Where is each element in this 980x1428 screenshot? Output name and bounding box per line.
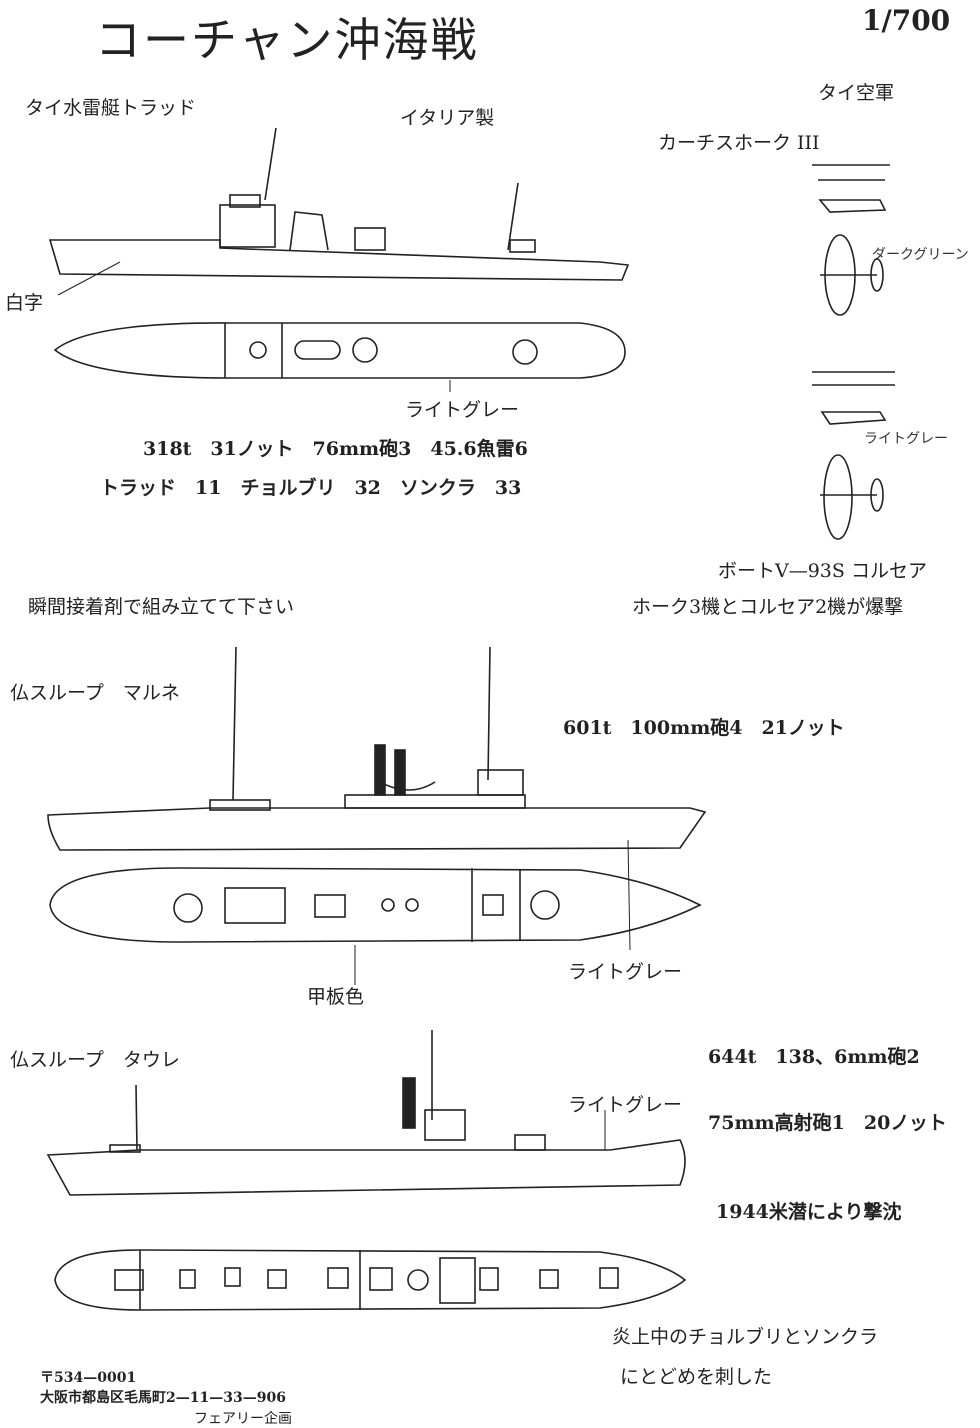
torpedo-boat-origin: イタリア製	[400, 107, 495, 129]
scale-label: 1/700	[862, 4, 951, 37]
hull-numbers: トラッド 11 チョルブリ 32 ソンクラ 33	[100, 477, 522, 499]
torpedo-boat-name: タイ水雷艇トラッド	[25, 97, 197, 119]
torpedo-boat-top-view	[53, 322, 626, 392]
plane2-name: ボートV—93S コルセア	[718, 560, 927, 582]
white-label-note: 白字	[5, 292, 44, 314]
tahure-specs2: 75mm高射砲1 20ノット	[708, 1112, 947, 1134]
tahure-specs1: 644t 138、6mm砲2	[708, 1046, 920, 1068]
tahure-name: 仏スループ タウレ	[10, 1049, 180, 1071]
tahure-note1: 炎上中のチョルブリとソンクラ	[612, 1326, 879, 1348]
plane2-color: ライトグレー	[864, 431, 948, 447]
torpedo-boat-color: ライトグレー	[405, 399, 520, 421]
tahure-note2: にとどめを刺した	[620, 1366, 773, 1388]
tahure-color: ライトグレー	[568, 1094, 683, 1116]
air-force-heading: タイ空軍	[818, 82, 895, 104]
page-title: コーチャン沖海戦	[95, 13, 479, 67]
tahure-fate: 1944米潜により撃沈	[716, 1201, 902, 1223]
tahure-side-view	[46, 1030, 686, 1196]
assembly-note: 瞬間接着剤で組み立てて下さい	[28, 596, 295, 618]
address: 大阪市都島区毛馬町2—11—33—906	[40, 1390, 286, 1406]
plane-drawings	[812, 164, 895, 540]
company-name: フェアリー企画	[194, 1411, 292, 1427]
plane1-color: ダークグリーン	[872, 247, 969, 263]
plane1-name: カーチスホーク III	[658, 132, 820, 154]
marne-deck-color: 甲板色	[307, 986, 365, 1008]
marne-top-view	[49, 867, 702, 985]
marne-color: ライトグレー	[568, 961, 683, 983]
marne-specs: 601t 100mm砲4 21ノット	[563, 717, 845, 739]
tahure-top-view	[54, 1249, 687, 1311]
torpedo-boat-specs: 318t 31ノット 76mm砲3 45.6魚雷6	[143, 438, 528, 460]
marne-name: 仏スループ マルネ	[10, 682, 180, 704]
marne-side-view	[47, 646, 707, 951]
torpedo-boat-side-view	[48, 127, 630, 296]
bombing-note: ホーク3機とコルセア2機が爆撃	[632, 596, 904, 618]
postal-code: 〒534—0001	[40, 1370, 137, 1386]
